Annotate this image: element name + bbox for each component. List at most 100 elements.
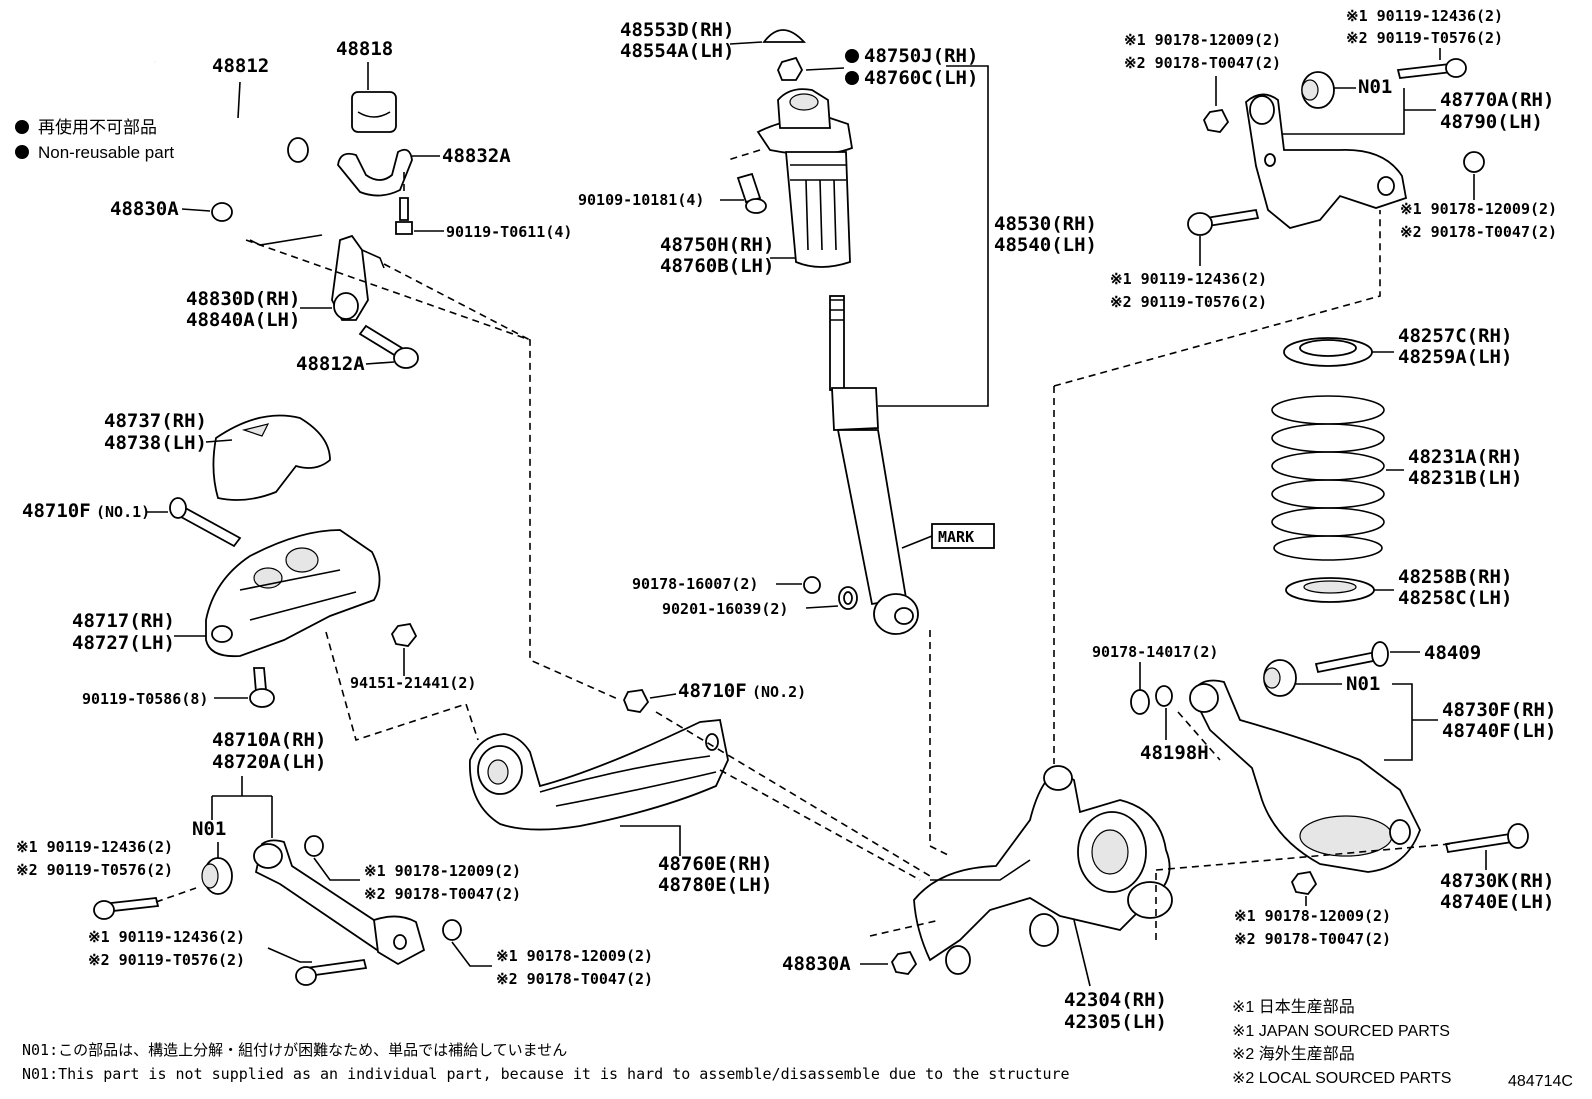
boot-48750H (785, 151, 851, 268)
label-tr1-b[interactable]: ※1 90178-12009(2) (1124, 31, 1281, 49)
label-br1[interactable]: ※1 90178-12009(2) (1234, 907, 1391, 925)
label-48832A[interactable]: 48832A (442, 145, 511, 167)
label-no2[interactable]: (NO.2) (752, 683, 806, 701)
label-48760E[interactable]: 48760E(RH) (658, 853, 772, 875)
label-42305[interactable]: 42305(LH) (1064, 1011, 1167, 1033)
nut-lateral-b (304, 835, 324, 857)
label-l1-c[interactable]: ※1 90119-12436(2) (88, 928, 245, 946)
label-48730F[interactable]: 48730F(RH) (1442, 699, 1556, 721)
cover-48737 (212, 414, 331, 501)
label-tr1-c[interactable]: ※1 90178-12009(2) (1400, 200, 1557, 218)
label-l2-a[interactable]: ※2 90119-T0576(2) (16, 861, 173, 879)
label-48750H[interactable]: 48750H(RH) (660, 234, 774, 256)
label-n01-a[interactable]: N01 (192, 818, 226, 840)
label-n01-b[interactable]: N01 (1358, 76, 1392, 98)
label-48720A[interactable]: 48720A(LH) (212, 751, 326, 773)
label-tr2-b[interactable]: ※2 90178-T0047(2) (1124, 54, 1281, 72)
bolt-90109-10181 (736, 172, 762, 204)
knuckle-group: 42304(RH) 42305(LH) 48830A (782, 765, 1173, 1033)
footer-src2-en: ※2 LOCAL SOURCED PARTS (1232, 1070, 1451, 1087)
label-48198H[interactable]: 48198H (1140, 742, 1209, 764)
upper-arm-group: ※1 90119-12436(2) ※2 90119-T0576(2) ※1 9… (1110, 7, 1557, 311)
cap-48553D (762, 29, 807, 43)
label-90201-16039[interactable]: 90201-16039(2) (662, 600, 788, 618)
label-48258C[interactable]: 48258C(LH) (1398, 587, 1512, 609)
label-48717[interactable]: 48717(RH) (72, 610, 175, 632)
label-48553D[interactable]: 48553D(RH) (620, 19, 734, 41)
label-48740F[interactable]: 48740F(LH) (1442, 720, 1556, 742)
label-48812[interactable]: 48812 (212, 55, 269, 77)
label-48710A[interactable]: 48710A(RH) (212, 729, 326, 751)
label-48830A-top[interactable]: 48830A (110, 198, 179, 220)
label-90178-16007[interactable]: 90178-16007(2) (632, 575, 758, 593)
nut-upper-b (1202, 109, 1230, 133)
label-48231B[interactable]: 48231B(LH) (1408, 467, 1522, 489)
label-br2[interactable]: ※2 90178-T0047(2) (1234, 930, 1391, 948)
label-48554A[interactable]: 48554A(LH) (620, 40, 734, 62)
label-42304[interactable]: 42304(RH) (1064, 989, 1167, 1011)
label-48818[interactable]: 48818 (336, 38, 393, 60)
label-48730K[interactable]: 48730K(RH) (1440, 870, 1554, 892)
nut-lower-br (1290, 871, 1318, 895)
bolt-48730K (1444, 832, 1514, 854)
label-48740E[interactable]: 48740E(LH) (1440, 891, 1554, 913)
label-48738[interactable]: 48738(LH) (104, 432, 207, 454)
shock-upper-tube (831, 387, 879, 431)
bushing-48818 (351, 91, 397, 133)
leader-48530 (878, 65, 989, 407)
label-94151-21441[interactable]: 94151-21441(2) (350, 674, 476, 692)
label-48540[interactable]: 48540(LH) (994, 234, 1097, 256)
label-48760B[interactable]: 48760B(LH) (660, 255, 774, 277)
footer-src1-jp: ※1 日本生産部品 (1232, 998, 1355, 1016)
label-l1-b[interactable]: ※1 90178-12009(2) (364, 862, 521, 880)
label-48830D[interactable]: 48830D(RH) (186, 288, 300, 310)
label-48750J[interactable]: 48750J(RH) (864, 45, 978, 67)
label-48770A[interactable]: 48770A(RH) (1440, 89, 1554, 111)
label-48710F[interactable]: 48710F (22, 500, 91, 522)
label-tr1-d[interactable]: ※1 90119-12436(2) (1110, 270, 1267, 288)
nut-upper-c (1463, 151, 1485, 173)
label-l2-c[interactable]: ※2 90119-T0576(2) (88, 951, 245, 969)
label-l1-d[interactable]: ※1 90178-12009(2) (496, 947, 653, 965)
label-l2-b[interactable]: ※2 90178-T0047(2) (364, 885, 521, 903)
label-48840A[interactable]: 48840A(LH) (186, 309, 300, 331)
trailing-arm-48760E (469, 719, 729, 831)
label-l2-d[interactable]: ※2 90178-T0047(2) (496, 970, 653, 988)
label-90109-10181[interactable]: 90109-10181(4) (578, 191, 704, 209)
label-48760C[interactable]: 48760C(LH) (864, 67, 978, 89)
footer-src2-jp: ※2 海外生産部品 (1232, 1045, 1355, 1063)
label-48780E[interactable]: 48780E(LH) (658, 874, 772, 896)
bracket-48832A (337, 148, 413, 197)
label-90119-T0586[interactable]: 90119-T0586(8) (82, 690, 208, 708)
label-tr1-a[interactable]: ※1 90119-12436(2) (1346, 7, 1503, 25)
label-48231A[interactable]: 48231A(RH) (1408, 446, 1522, 468)
label-tr2-a[interactable]: ※2 90119-T0576(2) (1346, 29, 1503, 47)
label-48727[interactable]: 48727(LH) (72, 632, 175, 654)
footer: N01:この部品は、構造上分解・組付けが困難なため、単品では補給していません N… (22, 998, 1573, 1090)
label-tr2-c[interactable]: ※2 90178-T0047(2) (1400, 223, 1557, 241)
bullet-icon (845, 71, 859, 85)
label-48790[interactable]: 48790(LH) (1440, 111, 1543, 133)
label-no1[interactable]: (NO.1) (96, 503, 150, 521)
label-48259A[interactable]: 48259A(LH) (1398, 346, 1512, 368)
label-90119-T0611[interactable]: 90119-T0611(4) (446, 223, 572, 241)
label-90178-14017[interactable]: 90178-14017(2) (1092, 643, 1218, 661)
label-48737[interactable]: 48737(RH) (104, 410, 207, 432)
label-48812A[interactable]: 48812A (296, 353, 365, 375)
label-48710F-no2[interactable]: 48710F (678, 680, 747, 702)
connection-lines (245, 210, 1451, 940)
mark-box (931, 523, 995, 549)
label-48257C[interactable]: 48257C(RH) (1398, 325, 1512, 347)
label-48258B[interactable]: 48258B(RH) (1398, 566, 1512, 588)
mark-label[interactable]: MARK (938, 528, 974, 546)
label-tr2-d[interactable]: ※2 90119-T0576(2) (1110, 293, 1267, 311)
lateral-link-group: 48710A(RH) 48720A(LH) N01 ※1 90119-12436… (16, 729, 653, 988)
label-l1-a[interactable]: ※1 90119-12436(2) (16, 838, 173, 856)
label-n01-c[interactable]: N01 (1346, 673, 1380, 695)
spring-group: 48257C(RH) 48259A(LH) 48231A(RH) 48231B(… (1271, 325, 1522, 609)
label-48830A-bottom[interactable]: 48830A (782, 953, 851, 975)
nut-48830A-bottom (890, 951, 918, 975)
label-48530[interactable]: 48530(RH) (994, 213, 1097, 235)
label-48409[interactable]: 48409 (1424, 642, 1481, 664)
